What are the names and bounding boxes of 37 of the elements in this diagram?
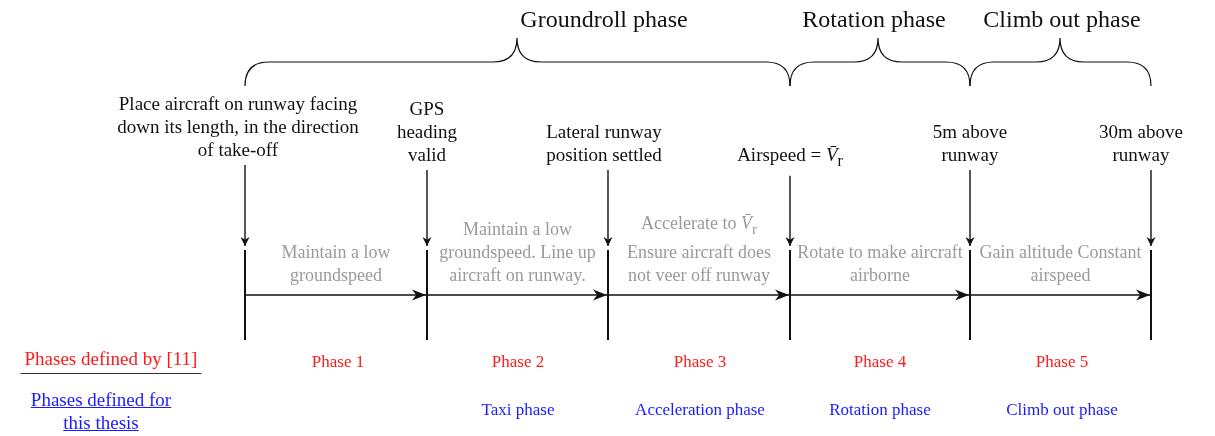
section-heading: Phases defined by [11] <box>20 348 202 374</box>
arrow <box>970 289 1151 301</box>
brace-label: Rotation phase <box>802 6 946 33</box>
arrow <box>608 289 790 301</box>
timeline-tick <box>789 250 791 340</box>
arrow <box>1146 169 1156 247</box>
phase-label: Phase 3 <box>673 352 727 372</box>
timeline-tick <box>244 250 246 340</box>
arrow <box>422 169 432 247</box>
timeline-tick <box>1150 250 1152 340</box>
phase-label: Taxi phase <box>481 400 555 420</box>
event-label: GPS heading valid <box>387 97 467 166</box>
event-label: 5m above runway <box>915 120 1025 166</box>
phase-label: Phase 1 <box>311 352 365 372</box>
phase-label: Climb out phase <box>1006 400 1118 420</box>
timeline-tick <box>426 250 428 340</box>
timeline-tick <box>969 250 971 340</box>
phase-label: Phase 2 <box>491 352 545 372</box>
arrow <box>965 169 975 247</box>
event-label: Airspeed = V̄$_{r}$ <box>737 143 843 172</box>
phase-label: Acceleration phase <box>635 400 765 420</box>
arrow <box>427 289 608 301</box>
event-label: 30m above runway <box>1086 120 1196 166</box>
timeline-tick <box>607 250 609 340</box>
phase-label: Rotation phase <box>829 400 931 420</box>
arrow <box>603 169 613 247</box>
event-label: Place aircraft on runway facing down its length, in the direction of take-off <box>114 92 362 161</box>
arrow <box>245 289 427 301</box>
section-heading: Phases defined for this thesis <box>29 388 173 434</box>
arrow <box>240 164 250 247</box>
event-label: Lateral runway position settled <box>519 120 689 166</box>
arrow <box>785 175 795 247</box>
arrow <box>790 289 970 301</box>
phase-label: Phase 4 <box>853 352 907 372</box>
brace-label: Groundroll phase <box>520 6 688 33</box>
brace-label: Climb out phase <box>983 6 1141 33</box>
phase-label: Phase 5 <box>1035 352 1089 372</box>
